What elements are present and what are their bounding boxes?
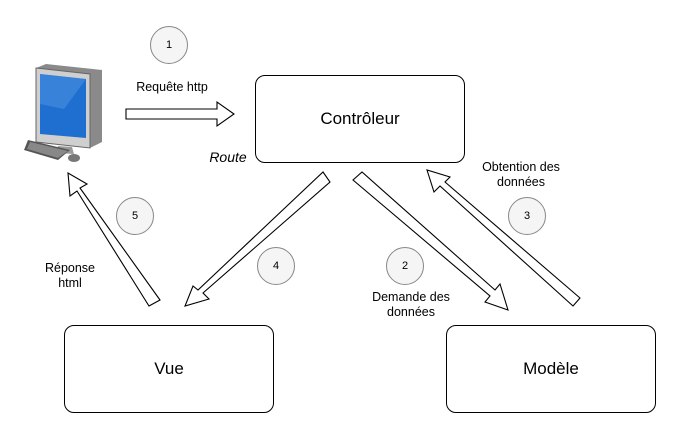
request-data-label: Demande des données bbox=[372, 290, 450, 319]
http-request-label: Requête http bbox=[136, 80, 208, 94]
step-2: 2 bbox=[386, 247, 424, 285]
arrow-request bbox=[125, 100, 235, 128]
step-3: 3 bbox=[508, 197, 546, 235]
view-label: Vue bbox=[154, 359, 184, 378]
html-response-label: Réponse html bbox=[44, 261, 96, 290]
step-5: 5 bbox=[116, 197, 154, 235]
arrow-controller-to-model bbox=[352, 171, 509, 311]
arrow-response bbox=[67, 171, 161, 307]
arrow-controller-to-view bbox=[184, 171, 331, 307]
controller-label: Contrôleur bbox=[320, 109, 400, 128]
computer-icon bbox=[24, 64, 102, 162]
route-label: Route bbox=[209, 149, 247, 165]
model-box: Modèle bbox=[446, 325, 656, 413]
step-4: 4 bbox=[257, 247, 295, 285]
arrow-model-to-controller bbox=[426, 169, 581, 307]
step-1: 1 bbox=[150, 26, 188, 64]
model-label: Modèle bbox=[523, 359, 579, 378]
get-data-label: Obtention des données bbox=[482, 160, 560, 189]
view-box: Vue bbox=[64, 325, 274, 413]
controller-box: Contrôleur bbox=[255, 75, 465, 163]
